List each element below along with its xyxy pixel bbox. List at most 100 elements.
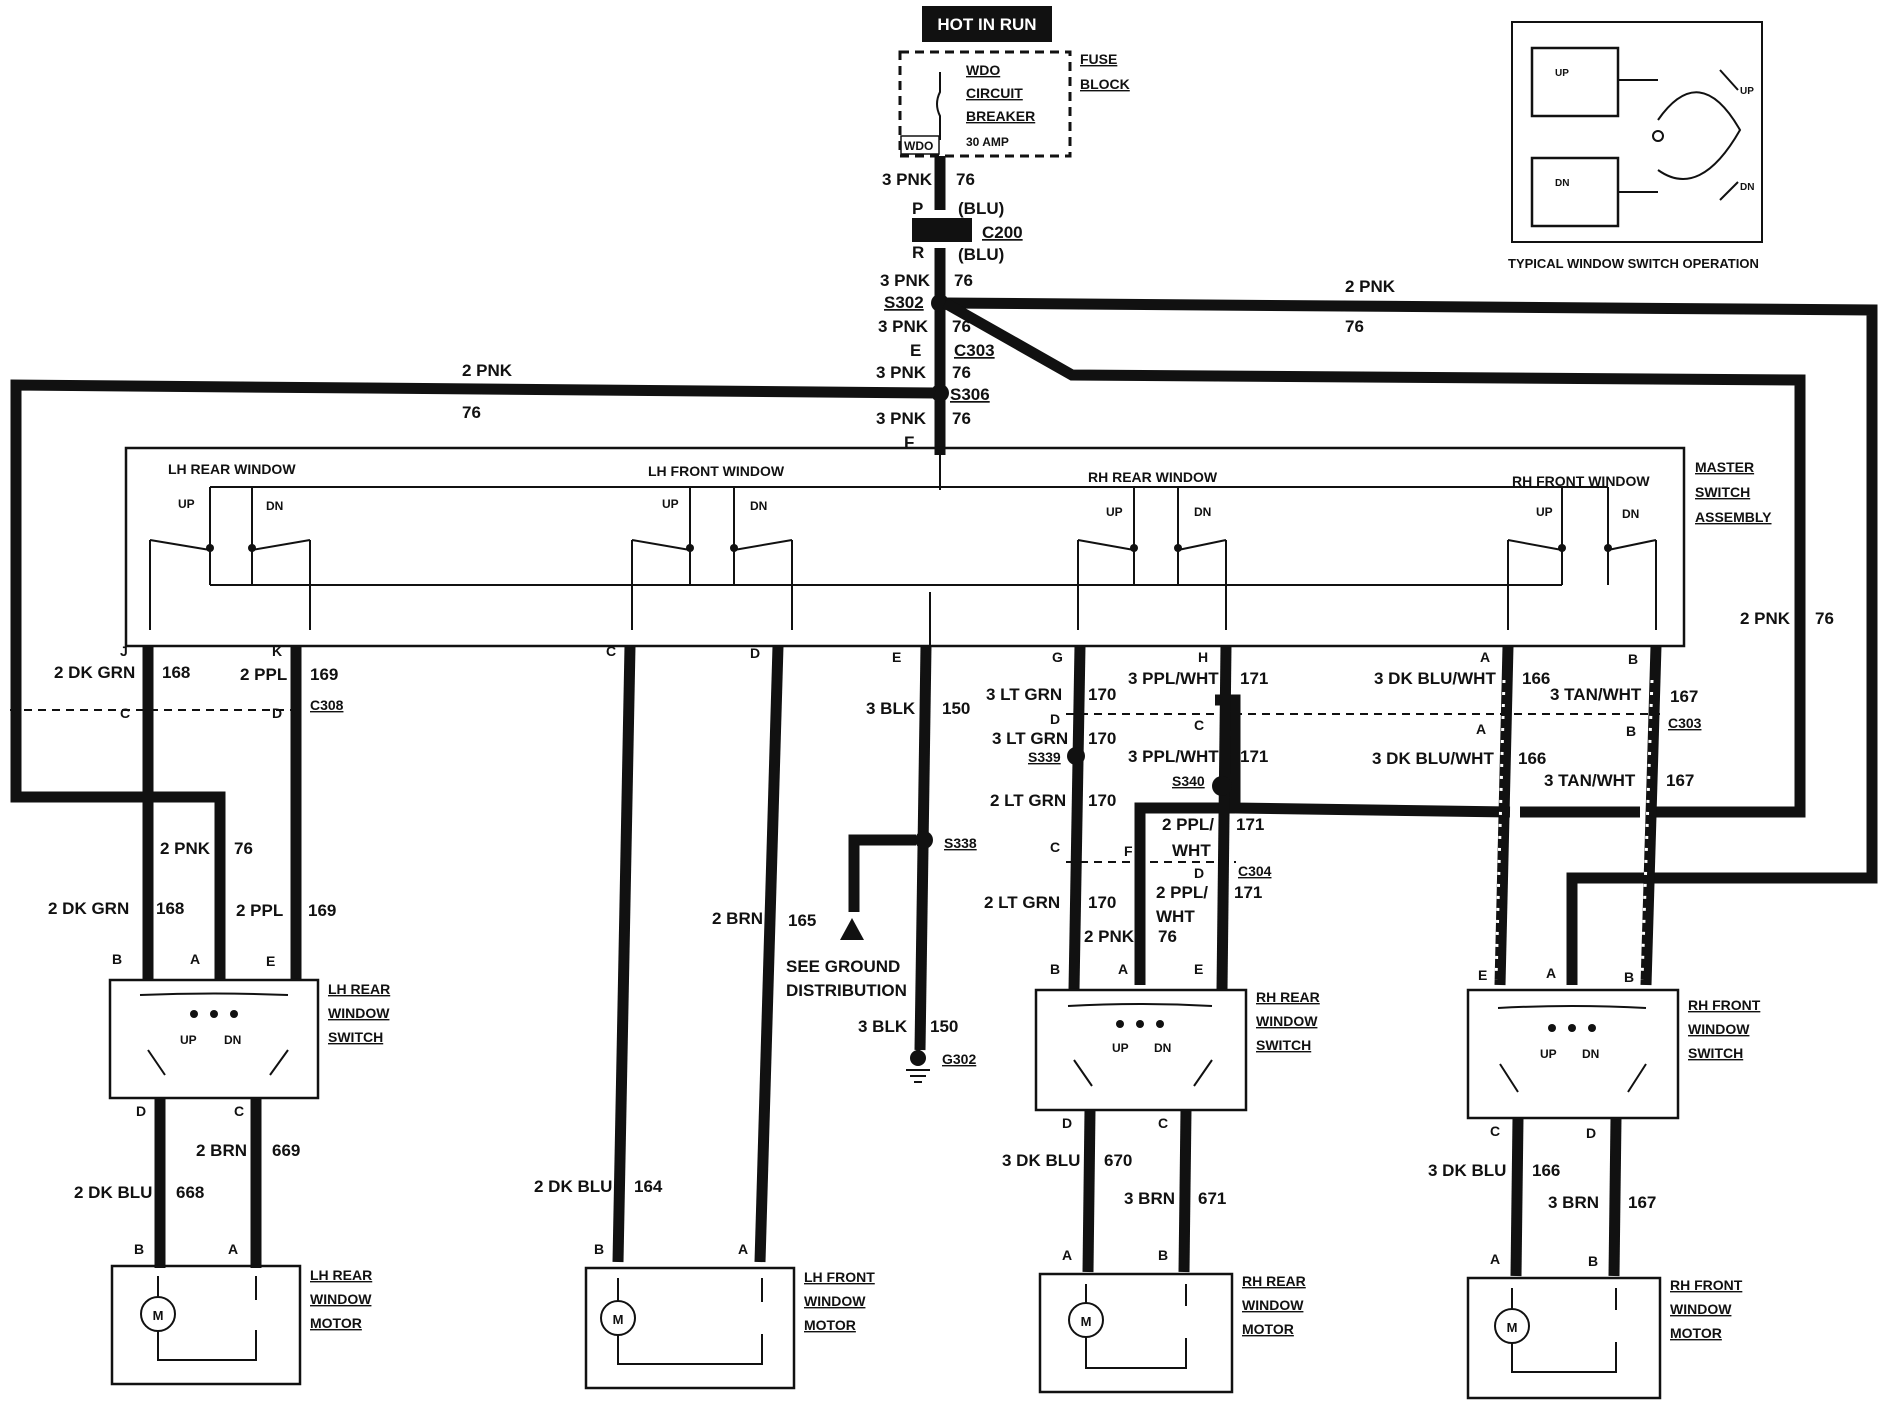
svg-text:DN: DN <box>1740 182 1754 193</box>
rh-rear-window-switch: UP DN RH REAR WINDOW SWITCH <box>1034 988 1320 1112</box>
svg-text:LH REAR WINDOW: LH REAR WINDOW <box>168 461 296 477</box>
svg-text:166: 166 <box>1532 1161 1560 1180</box>
svg-text:2 PNK: 2 PNK <box>160 839 211 858</box>
svg-text:164: 164 <box>634 1177 663 1196</box>
svg-text:C: C <box>1194 717 1204 733</box>
svg-text:2 DK GRN: 2 DK GRN <box>54 663 135 682</box>
master-switch-section-lh-rear: UP DN <box>149 487 311 630</box>
svg-text:M: M <box>613 1312 624 1327</box>
svg-text:150: 150 <box>930 1017 958 1036</box>
svg-text:171: 171 <box>1240 747 1268 766</box>
svg-text:C303: C303 <box>954 341 995 360</box>
svg-text:A: A <box>1480 649 1490 665</box>
svg-text:B: B <box>112 951 122 967</box>
svg-text:DN: DN <box>1194 505 1211 519</box>
svg-text:E: E <box>892 649 901 665</box>
svg-text:2 DK BLU: 2 DK BLU <box>534 1177 612 1196</box>
hot-in-run-tag: HOT IN RUN <box>922 6 1052 42</box>
connector-lines: C308 C303 C304 <box>10 697 1702 879</box>
svg-text:2 PPL: 2 PPL <box>240 665 287 684</box>
svg-text:170: 170 <box>1088 893 1116 912</box>
svg-text:3 BRN: 3 BRN <box>1548 1193 1599 1212</box>
master-switch-section-rh-front: UP DN <box>1507 487 1657 630</box>
svg-text:TYPICAL WINDOW SWITCH OPERATIO: TYPICAL WINDOW SWITCH OPERATION <box>1508 256 1759 271</box>
svg-text:UP: UP <box>1555 68 1569 79</box>
svg-text:DN: DN <box>266 499 283 513</box>
svg-text:MOTOR: MOTOR <box>310 1315 362 1331</box>
svg-text:M: M <box>1507 1320 1518 1335</box>
svg-text:B: B <box>1158 1247 1168 1263</box>
svg-text:670: 670 <box>1104 1151 1132 1170</box>
svg-text:DN: DN <box>750 499 767 513</box>
ground-circuit: E 3 BLK 150 S338 SEE GROUND DISTRIBUTION… <box>786 645 977 1083</box>
lh-front-window-motor: M LH FRONT WINDOW MOTOR <box>584 1266 875 1390</box>
svg-text:171: 171 <box>1240 669 1268 688</box>
svg-text:30 AMP: 30 AMP <box>966 135 1009 149</box>
svg-text:LH REAR: LH REAR <box>328 981 390 997</box>
svg-text:3 LT GRN: 3 LT GRN <box>992 729 1068 748</box>
svg-text:171: 171 <box>1234 883 1262 902</box>
svg-text:DN: DN <box>1555 178 1569 189</box>
svg-text:F: F <box>904 433 914 452</box>
svg-text:LH FRONT WINDOW: LH FRONT WINDOW <box>648 463 785 479</box>
svg-text:3 TAN/WHT: 3 TAN/WHT <box>1544 771 1636 790</box>
svg-text:170: 170 <box>1088 685 1116 704</box>
svg-text:C304: C304 <box>1238 863 1272 879</box>
svg-text:3 PPL/WHT: 3 PPL/WHT <box>1128 669 1219 688</box>
svg-text:SWITCH: SWITCH <box>328 1029 383 1045</box>
svg-text:R: R <box>912 243 924 262</box>
svg-text:F: F <box>1124 843 1133 859</box>
svg-text:669: 669 <box>272 1141 300 1160</box>
svg-text:DN: DN <box>1622 507 1639 521</box>
svg-text:169: 169 <box>310 665 338 684</box>
svg-text:2 PPL: 2 PPL <box>236 901 283 920</box>
svg-text:170: 170 <box>1088 791 1116 810</box>
svg-text:DISTRIBUTION: DISTRIBUTION <box>786 981 907 1000</box>
master-switch-section-lh-front: UP DN <box>631 487 793 630</box>
svg-text:A: A <box>228 1241 238 1257</box>
svg-text:WINDOW: WINDOW <box>328 1005 390 1021</box>
svg-text:HOT IN RUN: HOT IN RUN <box>937 15 1036 34</box>
rh-rear-motor-wires: D C 3 DK BLU 670 3 BRN 671 A B <box>1002 1109 1226 1273</box>
svg-text:UP: UP <box>1540 1047 1557 1061</box>
svg-text:3 PNK: 3 PNK <box>880 271 931 290</box>
svg-text:E: E <box>266 953 275 969</box>
svg-text:D: D <box>1586 1125 1596 1141</box>
svg-text:SEE GROUND: SEE GROUND <box>786 957 900 976</box>
rh-front-window-motor: M RH FRONT WINDOW MOTOR <box>1466 1276 1743 1400</box>
svg-text:WINDOW: WINDOW <box>804 1293 866 1309</box>
svg-text:D: D <box>750 645 760 661</box>
fuse-block: WDO CIRCUIT BREAKER 30 AMP WDO FUSE BLOC… <box>898 50 1130 158</box>
svg-text:WHT: WHT <box>1156 907 1195 926</box>
svg-text:168: 168 <box>156 899 184 918</box>
svg-text:166: 166 <box>1518 749 1546 768</box>
svg-text:3 DK BLU: 3 DK BLU <box>1002 1151 1080 1170</box>
svg-text:2 PPL/: 2 PPL/ <box>1156 883 1208 902</box>
svg-text:2 DK BLU: 2 DK BLU <box>74 1183 152 1202</box>
svg-text:C303: C303 <box>1668 715 1702 731</box>
svg-text:WDO: WDO <box>904 139 933 153</box>
lh-rear-motor-wires: D C 2 BRN 669 2 DK BLU 668 B A <box>74 1098 300 1268</box>
svg-text:WINDOW: WINDOW <box>1256 1013 1318 1029</box>
svg-text:76: 76 <box>952 317 971 336</box>
svg-text:C308: C308 <box>310 697 344 713</box>
svg-text:3 DK BLU/WHT: 3 DK BLU/WHT <box>1374 669 1496 688</box>
svg-text:B: B <box>594 1241 604 1257</box>
svg-text:S339: S339 <box>1028 749 1061 765</box>
svg-text:B: B <box>1624 969 1634 985</box>
svg-text:M: M <box>153 1308 164 1323</box>
svg-text:A: A <box>1062 1247 1072 1263</box>
svg-text:76: 76 <box>1158 927 1177 946</box>
svg-text:76: 76 <box>462 403 481 422</box>
svg-text:76: 76 <box>952 363 971 382</box>
svg-text:RH FRONT: RH FRONT <box>1670 1277 1743 1293</box>
svg-text:3 PNK: 3 PNK <box>876 363 927 382</box>
svg-text:SWITCH: SWITCH <box>1256 1037 1311 1053</box>
svg-text:3 LT GRN: 3 LT GRN <box>986 685 1062 704</box>
svg-text:166: 166 <box>1522 669 1550 688</box>
svg-text:671: 671 <box>1198 1189 1226 1208</box>
lh-rear-circuit: J K 2 DK GRN 168 2 PPL 169 C D 2 PNK 76 … <box>48 643 338 980</box>
svg-text:2 BRN: 2 BRN <box>712 909 763 928</box>
svg-text:A: A <box>1476 721 1486 737</box>
rh-rear-window-motor: M RH REAR WINDOW MOTOR <box>1038 1272 1306 1394</box>
